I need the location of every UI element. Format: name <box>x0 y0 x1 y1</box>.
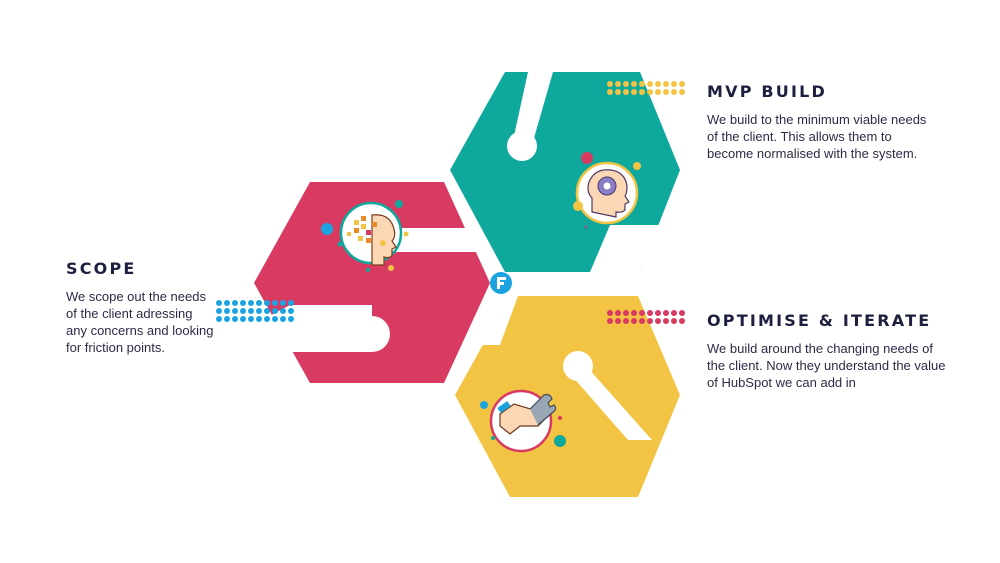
dot <box>256 316 262 322</box>
dot <box>663 310 669 316</box>
dot <box>615 318 621 324</box>
dot <box>639 310 645 316</box>
dot <box>240 316 246 322</box>
dot <box>671 89 677 95</box>
scope-slot <box>250 305 372 352</box>
optimise-slot <box>565 368 652 440</box>
dot <box>272 316 278 322</box>
scope-notch <box>392 228 482 252</box>
dot <box>280 300 286 306</box>
dot <box>248 300 254 306</box>
dot <box>655 89 661 95</box>
dot <box>631 310 637 316</box>
dot <box>288 308 294 314</box>
dot <box>623 310 629 316</box>
scope-hexagon <box>250 182 490 383</box>
dot <box>647 318 653 324</box>
decorative-dots-blue <box>216 300 294 322</box>
scope-description: We scope out the needs of the client adr… <box>66 289 214 355</box>
dot <box>232 300 238 306</box>
dot <box>256 308 262 314</box>
optimise-description: We build around the changing needs of th… <box>707 341 946 390</box>
dot <box>248 308 254 314</box>
dot <box>647 310 653 316</box>
dot <box>288 300 294 306</box>
dot <box>639 89 645 95</box>
dot <box>272 308 278 314</box>
dot <box>224 316 230 322</box>
dot <box>655 310 661 316</box>
dot <box>679 310 685 316</box>
dot <box>615 89 621 95</box>
decorative-dots-yellow <box>607 81 685 95</box>
dot <box>623 318 629 324</box>
dot <box>639 81 645 87</box>
optimise-slot-top <box>475 296 518 345</box>
dot <box>679 81 685 87</box>
decorative-dots-red <box>607 310 685 324</box>
dot <box>216 316 222 322</box>
mvp-block: MVP BUILD We build to the minimum viable… <box>707 82 927 162</box>
dot <box>232 316 238 322</box>
dot <box>655 81 661 87</box>
brain-pixel-icon <box>321 200 409 272</box>
dot <box>647 89 653 95</box>
dot <box>232 308 238 314</box>
dot <box>264 308 270 314</box>
dot <box>288 316 294 322</box>
dot <box>623 81 629 87</box>
dot <box>280 308 286 314</box>
logo-f-icon <box>490 272 512 294</box>
dot <box>248 316 254 322</box>
dot <box>647 81 653 87</box>
dot <box>607 318 613 324</box>
dot <box>240 300 246 306</box>
dot <box>216 300 222 306</box>
mvp-hexagon <box>450 72 680 272</box>
dot <box>631 81 637 87</box>
dot <box>615 81 621 87</box>
dot <box>663 318 669 324</box>
dot <box>216 308 222 314</box>
dot <box>663 81 669 87</box>
dot <box>256 300 262 306</box>
dot <box>615 310 621 316</box>
mvp-slot <box>512 72 553 145</box>
mvp-description: We build to the minimum viable needs of … <box>707 112 927 161</box>
dot <box>264 316 270 322</box>
dot <box>639 318 645 324</box>
mvp-cut <box>590 225 660 272</box>
scope-title: SCOPE <box>66 259 137 278</box>
dot <box>224 308 230 314</box>
scope-block: SCOPE We scope out the needs of the clie… <box>66 259 216 356</box>
dot <box>671 310 677 316</box>
optimise-title: OPTIMISE & ITERATE <box>707 311 932 330</box>
head-gear-icon <box>573 152 645 229</box>
optimise-hexagon <box>455 296 680 497</box>
dot <box>631 89 637 95</box>
dot <box>655 318 661 324</box>
hand-wrench-icon <box>480 389 566 457</box>
dot <box>623 89 629 95</box>
dot <box>607 81 613 87</box>
dot <box>607 310 613 316</box>
dot <box>272 300 278 306</box>
mvp-title: MVP BUILD <box>707 82 828 101</box>
dot <box>663 89 669 95</box>
dot <box>280 316 286 322</box>
dot <box>679 318 685 324</box>
dot <box>607 89 613 95</box>
dot <box>224 300 230 306</box>
dot <box>240 308 246 314</box>
dot <box>631 318 637 324</box>
optimise-block: OPTIMISE & ITERATE We build around the c… <box>707 311 947 391</box>
dot <box>679 89 685 95</box>
dot <box>671 81 677 87</box>
dot <box>264 300 270 306</box>
dot <box>671 318 677 324</box>
